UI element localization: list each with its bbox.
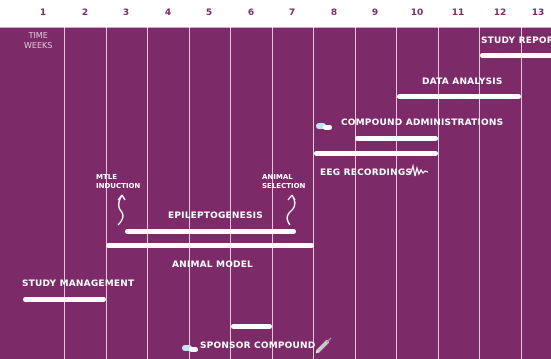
gridline bbox=[438, 27, 439, 359]
week-header: 1 2 3 4 5 6 7 8 9 10 11 12 13 bbox=[0, 0, 551, 27]
week-10: 10 bbox=[410, 8, 424, 18]
mtle-induction-label: MTLE INDUCTION bbox=[96, 173, 141, 190]
syringe-icon bbox=[314, 335, 334, 359]
gridline bbox=[355, 27, 356, 359]
week-2: 2 bbox=[81, 8, 89, 18]
pill-icon bbox=[314, 117, 334, 136]
curved-arrow-icon bbox=[280, 193, 300, 233]
week-8: 8 bbox=[330, 8, 338, 18]
gridline bbox=[272, 27, 273, 359]
week-1: 1 bbox=[39, 8, 47, 18]
week-7: 7 bbox=[288, 8, 296, 18]
week-3: 3 bbox=[122, 8, 130, 18]
study-management-label: STUDY MANAGEMENT bbox=[22, 279, 135, 289]
epileptogenesis-bar bbox=[125, 229, 296, 234]
animal-selection-label: ANIMAL SELECTION bbox=[262, 173, 306, 190]
time-weeks-label: TIME WEEKS bbox=[24, 31, 53, 50]
sponsor-compound-label: SPONSOR COMPOUND bbox=[200, 341, 316, 351]
gridline bbox=[396, 27, 397, 359]
week-4: 4 bbox=[164, 8, 172, 18]
study-report-bar bbox=[480, 53, 551, 58]
study-management-bar bbox=[23, 297, 106, 302]
eeg-recordings-label: EEG RECORDINGS bbox=[320, 168, 413, 178]
compound-administrations-label: COMPOUND ADMINISTRATIONS bbox=[341, 118, 504, 128]
week-6: 6 bbox=[247, 8, 255, 18]
gridline bbox=[521, 27, 522, 359]
gridline bbox=[64, 27, 65, 359]
pill-icon bbox=[180, 339, 200, 358]
animal-model-bar bbox=[106, 243, 314, 248]
animal-model-label: ANIMAL MODEL bbox=[172, 260, 253, 270]
study-report-label: STUDY REPORT bbox=[481, 36, 551, 46]
gridline bbox=[147, 27, 148, 359]
data-analysis-label: DATA ANALYSIS bbox=[422, 77, 503, 87]
gridline bbox=[189, 27, 190, 359]
week-9: 9 bbox=[371, 8, 379, 18]
week-13: 13 bbox=[531, 8, 545, 18]
compound-administrations-bar bbox=[355, 136, 438, 141]
curved-arrow-icon bbox=[112, 193, 132, 233]
sponsor-compound-bar bbox=[231, 324, 272, 329]
gridline bbox=[479, 27, 480, 359]
gridline bbox=[230, 27, 231, 359]
eeg-wave-icon bbox=[408, 163, 429, 182]
data-analysis-bar bbox=[397, 94, 521, 99]
header-divider bbox=[0, 27, 551, 28]
epileptogenesis-label: EPILEPTOGENESIS bbox=[168, 211, 263, 221]
week-11: 11 bbox=[451, 8, 465, 18]
week-5: 5 bbox=[205, 8, 213, 18]
gridline bbox=[106, 27, 107, 359]
week-12: 12 bbox=[493, 8, 507, 18]
gridline bbox=[313, 27, 314, 359]
eeg-recordings-bar bbox=[314, 151, 438, 156]
